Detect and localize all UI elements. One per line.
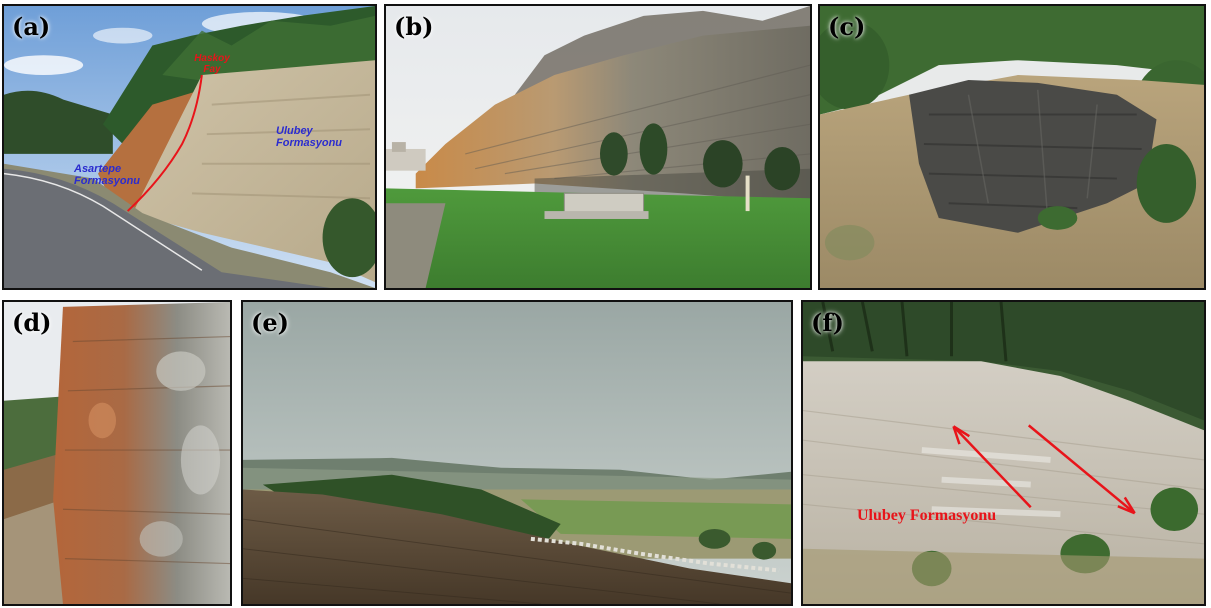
panel-e-label: (e) [251, 308, 289, 337]
photo-panel-c: (c) [818, 4, 1206, 290]
panel-f-label: (f) [811, 308, 845, 337]
panel-a-label: (a) [12, 12, 51, 41]
panel-b-label: (b) [394, 12, 434, 41]
photo-f-scene [803, 302, 1204, 604]
photo-panel-d: (d) [2, 300, 232, 606]
photo-b-scene [386, 6, 810, 288]
photo-c-scene [820, 6, 1204, 288]
photo-panel-a: (a) Haskoy Fay Ulubey Formasyonu Asartep… [2, 4, 377, 290]
photo-d-scene [4, 302, 230, 604]
fault-annotation: Haskoy Fay [194, 53, 230, 75]
photo-panel-f: (f) Ulubey Formasyonu [801, 300, 1206, 606]
formation-annotation: Ulubey Formasyonu [857, 507, 997, 524]
photo-e-scene [243, 302, 791, 604]
formation-annotation-left: Asartepe Formasyonu [74, 163, 141, 187]
formation-annotation-right: Ulubey Formasyonu [276, 125, 343, 149]
panel-c-label: (c) [828, 12, 866, 41]
photo-a-scene [4, 6, 375, 288]
photo-panel-e: (e) [241, 300, 793, 606]
photo-panel-b: (b) [384, 4, 812, 290]
panel-d-label: (d) [12, 308, 52, 337]
